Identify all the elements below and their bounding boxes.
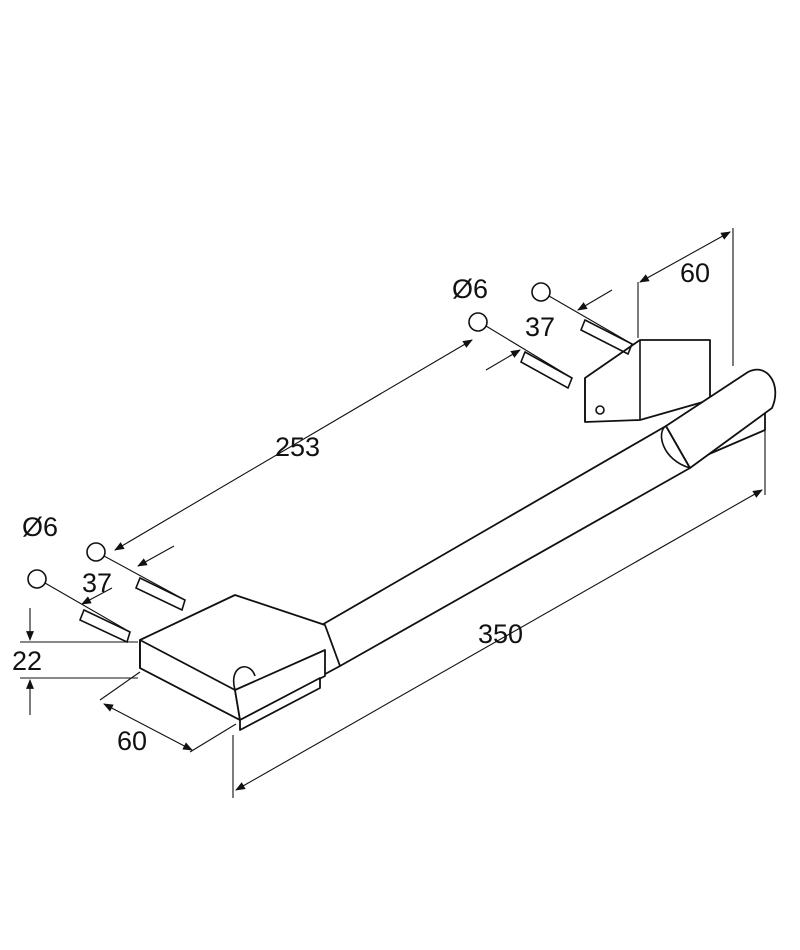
dim-base-depth-right: 60 [680, 258, 710, 288]
dim-hole-spacing: 253 [275, 432, 320, 462]
dim-anchor-depth-left: 37 [82, 568, 112, 598]
anchor-plug-icon [579, 318, 634, 356]
dim-base-height: 22 [12, 646, 42, 676]
grab-bar [139, 339, 777, 731]
anchor-plug-icon [78, 608, 131, 644]
drill-hole-icon [86, 542, 106, 562]
dimension-lines [20, 228, 766, 798]
anchors-left [27, 542, 186, 644]
drill-hole-icon [531, 282, 551, 302]
anchor-plug-icon [519, 350, 574, 390]
dim-anchor-depth-right: 37 [525, 312, 555, 342]
dim-hole-diameter-right: Ø6 [452, 274, 488, 304]
dim-hole-diameter-left: Ø6 [22, 512, 58, 542]
anchor-plug-icon [134, 576, 186, 612]
drill-hole-icon [468, 312, 488, 332]
drill-hole-icon [27, 569, 47, 589]
dimension-labels: 350 253 60 60 22 37 37 Ø6 Ø6 [12, 258, 710, 756]
dim-base-depth-left: 60 [117, 726, 147, 756]
bar-tube [314, 368, 777, 667]
dim-overall-length: 350 [478, 619, 523, 649]
left-mounting-base [139, 594, 341, 731]
anchors-right [468, 282, 634, 390]
